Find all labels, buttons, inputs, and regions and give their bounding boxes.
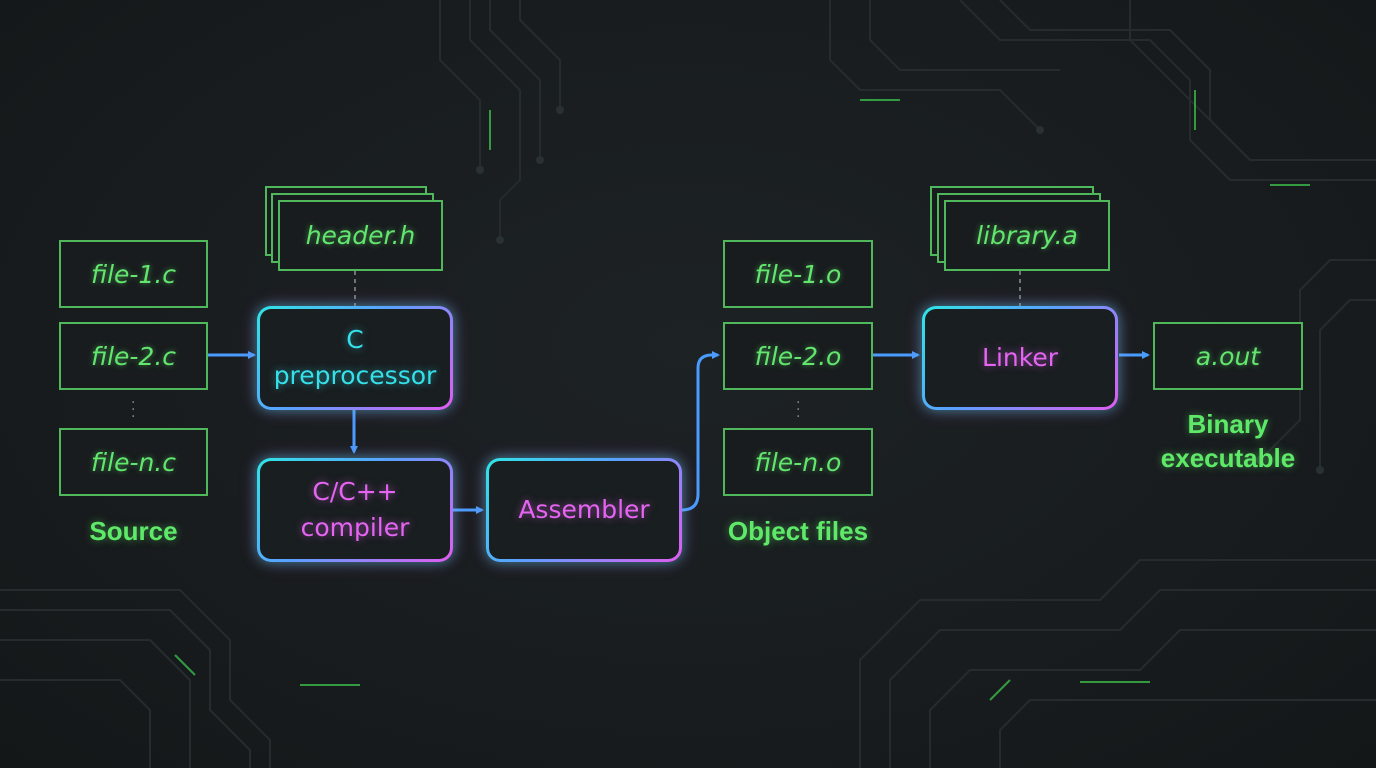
output-label: Binary executable (1128, 408, 1328, 476)
assembler-box: Assembler (486, 458, 682, 562)
preprocessor-label-line1: C (346, 324, 364, 354)
object-file-2: file-2.o (723, 322, 873, 390)
object-file-1: file-1.o (723, 240, 873, 308)
linker-box: Linker (922, 306, 1118, 410)
output-file: a.out (1153, 322, 1303, 390)
library-file: library.a (944, 200, 1110, 271)
linker-label: Linker (982, 342, 1058, 372)
header-file: header.h (278, 200, 443, 271)
compiler-box: C/C++ compiler (257, 458, 453, 562)
compiler-label-line1: C/C++ (312, 476, 398, 506)
arrow-assembler-to-objects (681, 351, 720, 512)
preprocessor-label-line2: preprocessor (273, 361, 437, 390)
object-ellipsis: ··· (796, 395, 801, 425)
output-label-line2: executable (1160, 442, 1296, 473)
source-file-1: file-1.c (59, 240, 208, 308)
source-file-2: file-2.c (59, 322, 208, 390)
source-file-n: file-n.c (59, 428, 208, 496)
source-ellipsis: ··· (131, 395, 136, 425)
source-label: Source (89, 516, 178, 546)
preprocessor-box: C preprocessor (257, 306, 453, 410)
object-file-n: file-n.o (723, 428, 873, 496)
output-label-line1: Binary (1187, 409, 1269, 439)
object-files-label: Object files (727, 516, 869, 546)
assembler-label: Assembler (518, 494, 650, 524)
compiler-label-line2: compiler (300, 513, 410, 542)
